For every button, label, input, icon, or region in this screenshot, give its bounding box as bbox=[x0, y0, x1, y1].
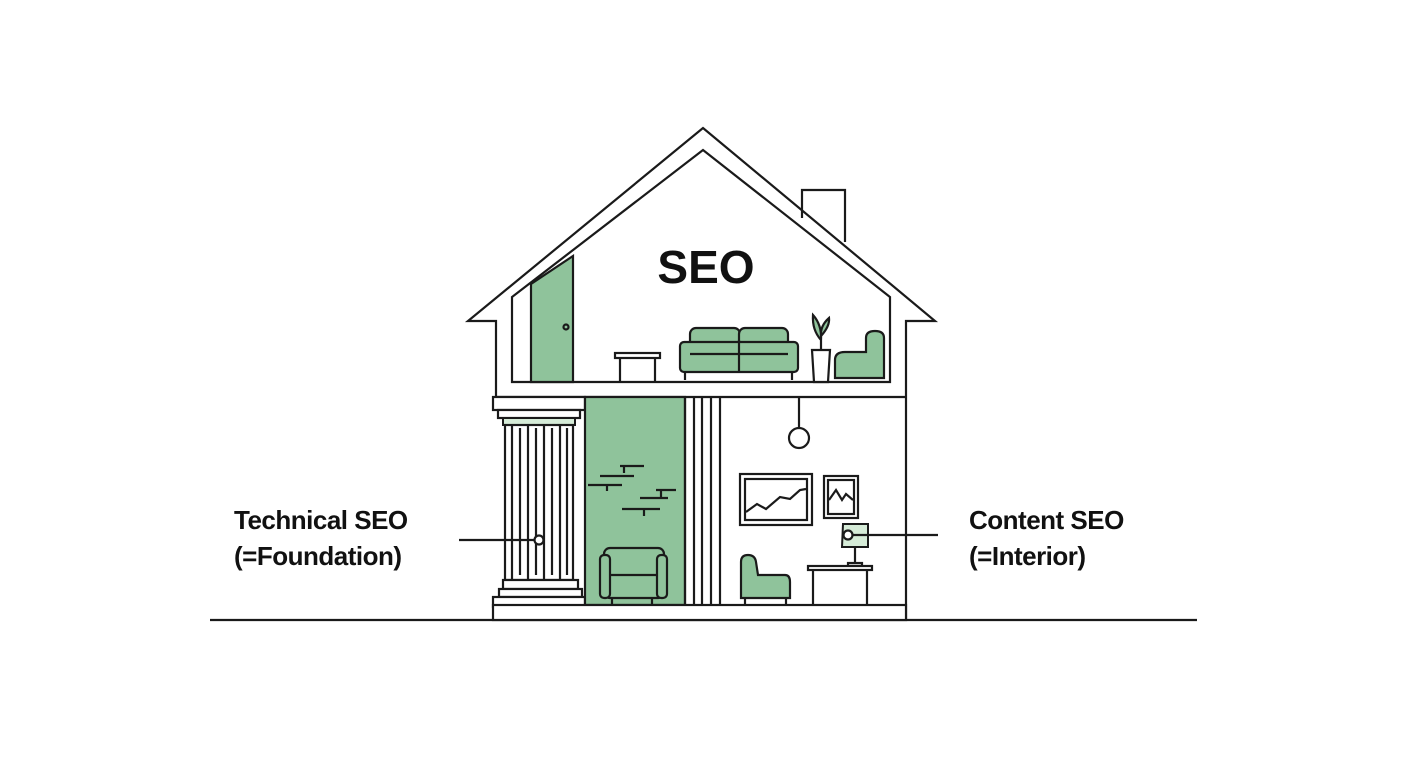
side-table bbox=[806, 564, 874, 605]
technical-seo-label-line1: Technical SEO bbox=[234, 505, 408, 535]
attic-table bbox=[613, 351, 662, 382]
chimney bbox=[800, 188, 847, 242]
content-seo-label-line1: Content SEO bbox=[969, 505, 1124, 535]
armchair-icon bbox=[598, 546, 669, 605]
pendant-lamp-icon bbox=[787, 397, 811, 450]
content-seo-label-line2: (=Interior) bbox=[969, 541, 1086, 571]
armchair-icon bbox=[833, 329, 886, 380]
attic-door bbox=[529, 253, 575, 384]
technical-seo-label: Technical SEO (=Foundation) bbox=[234, 502, 408, 574]
stripe-divider bbox=[683, 397, 722, 605]
sofa-icon bbox=[678, 326, 800, 380]
content-seo-label: Content SEO (=Interior) bbox=[969, 502, 1124, 574]
house-outline bbox=[464, 126, 939, 620]
content-leader-dot bbox=[842, 529, 854, 541]
column-foundation bbox=[491, 395, 587, 609]
chart-picture-icon bbox=[738, 472, 814, 527]
house-base bbox=[491, 603, 908, 622]
technical-leader-dot bbox=[533, 534, 545, 546]
armchair-icon bbox=[739, 553, 792, 600]
mountain-picture-icon bbox=[822, 474, 860, 520]
technical-seo-label-line2: (=Foundation) bbox=[234, 541, 402, 571]
plant-icon bbox=[810, 312, 832, 384]
brick-marks bbox=[588, 464, 676, 516]
door-knob bbox=[562, 323, 570, 331]
diagram-title: SEO bbox=[657, 241, 755, 293]
